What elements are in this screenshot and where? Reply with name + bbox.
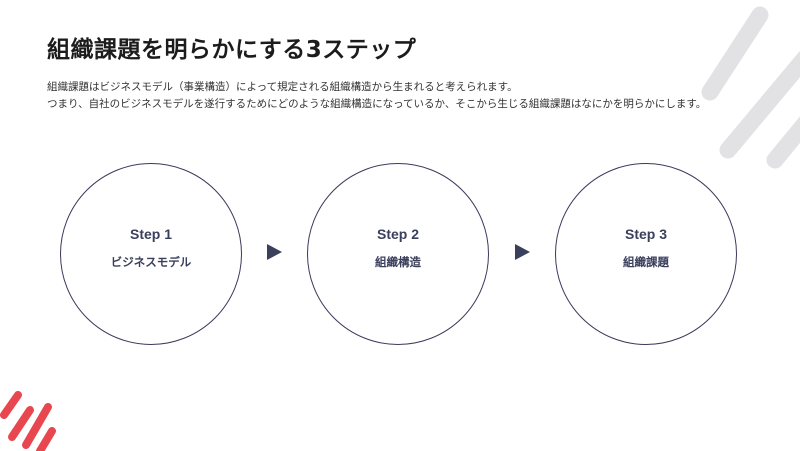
step-3-name: 組織課題: [623, 255, 669, 269]
step-3-label: Step 3: [624, 226, 667, 242]
step-2-circle: Step 2 組織構造: [307, 163, 489, 345]
decorative-stripes-red: [0, 391, 56, 451]
arrow-right-icon: [515, 244, 530, 260]
step-2-name: 組織構造: [375, 255, 421, 269]
description: 組織課題はビジネスモデル（事業構造）によって規定される組織構造から生まれると考え…: [47, 79, 767, 113]
step-3-circle: Step 3 組織課題: [555, 163, 737, 345]
step-1-name: ビジネスモデル: [110, 255, 192, 269]
step-1-circle: Step 1 ビジネスモデル: [60, 163, 242, 345]
description-line-1: 組織課題はビジネスモデル（事業構造）によって規定される組織構造から生まれると考え…: [47, 81, 518, 93]
arrow-right-icon: [267, 244, 282, 260]
decorative-stripes-gray: [701, 6, 800, 169]
step-1-label: Step 1: [129, 226, 172, 242]
description-line-2: つまり、自社のビジネスモデルを遂行するためにどのような組織構造になっているか、そ…: [47, 98, 707, 110]
page-title: 組織課題を明らかにする3ステップ: [47, 37, 417, 63]
step-2-label: Step 2: [376, 226, 419, 242]
